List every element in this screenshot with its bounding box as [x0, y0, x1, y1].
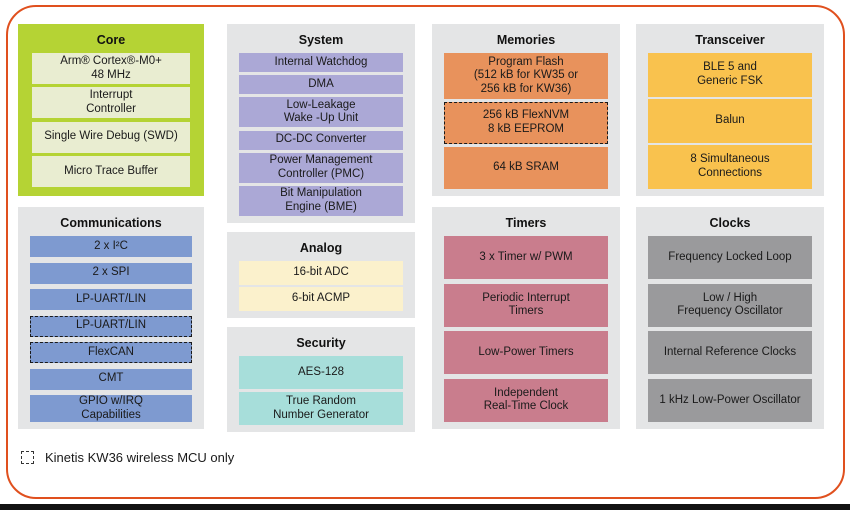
- block-true-random-number-generator: True Random Number Generator: [239, 392, 403, 425]
- bottom-edge-bar: [0, 504, 850, 510]
- block-low-leakage-wake-up-unit: Low-Leakage Wake -Up Unit: [239, 97, 403, 128]
- block-micro-trace-buffer: Micro Trace Buffer: [32, 155, 190, 187]
- block-arm-cortex-m0: Arm® Cortex®-M0+ 48 MHz: [32, 53, 190, 84]
- block-dma: DMA: [239, 75, 403, 95]
- block-power-management-controller: Power Management Controller (PMC): [239, 152, 403, 183]
- block-low-power-timers: Low-Power Timers: [444, 331, 608, 375]
- panel-timers: Timers 3 x Timer w/ PWM Periodic Interru…: [432, 207, 620, 429]
- block-flexcan-kw36: FlexCAN: [30, 342, 192, 363]
- block-16bit-adc: 16-bit ADC: [239, 261, 403, 285]
- panel-timers-title: Timers: [505, 216, 547, 230]
- panel-security-items: AES-128 True Random Number Generator: [227, 354, 415, 432]
- dashed-box-icon: [21, 451, 34, 464]
- block-lp-uart-lin-1: LP-UART/LIN: [30, 289, 192, 310]
- block-1khz-low-power-oscillator: 1 kHz Low-Power Oscillator: [648, 378, 812, 422]
- panel-memories-title: Memories: [496, 33, 556, 47]
- block-3x-timer-pwm: 3 x Timer w/ PWM: [444, 236, 608, 279]
- panel-analog: Analog 16-bit ADC 6-bit ACMP: [227, 232, 415, 318]
- block-low-high-frequency-oscillator: Low / High Frequency Oscillator: [648, 283, 812, 327]
- legend: Kinetis KW36 wireless MCU only: [21, 450, 234, 465]
- block-dc-dc-converter: DC-DC Converter: [239, 130, 403, 150]
- panel-memories: Memories Program Flash (512 kB for KW35 …: [432, 24, 620, 196]
- block-balun: Balun: [648, 99, 812, 143]
- panel-transceiver-items: BLE 5 and Generic FSK Balun 8 Simultaneo…: [636, 51, 824, 196]
- block-independent-real-time-clock: Independent Real-Time Clock: [444, 378, 608, 422]
- legend-label: Kinetis KW36 wireless MCU only: [45, 450, 235, 465]
- panel-communications-title: Communications: [60, 216, 162, 230]
- block-2x-i2c: 2 x I²C: [30, 236, 192, 257]
- block-8-simultaneous-connections: 8 Simultaneous Connections: [648, 145, 812, 189]
- block-lp-uart-lin-2-kw36: LP-UART/LIN: [30, 315, 192, 337]
- block-single-wire-debug: Single Wire Debug (SWD): [32, 121, 190, 153]
- panel-system-items: Internal Watchdog DMA Low-Leakage Wake -…: [227, 51, 415, 223]
- panel-clocks-title: Clocks: [709, 216, 751, 230]
- panel-system-title: System: [298, 33, 344, 47]
- panel-core-items: Arm® Cortex®-M0+ 48 MHz Interrupt Contro…: [18, 51, 204, 196]
- panel-system: System Internal Watchdog DMA Low-Leakage…: [227, 24, 415, 223]
- block-aes-128: AES-128: [239, 356, 403, 389]
- block-internal-reference-clocks: Internal Reference Clocks: [648, 331, 812, 375]
- panel-security-title: Security: [296, 336, 346, 350]
- panel-core-title: Core: [96, 33, 126, 47]
- block-internal-watchdog: Internal Watchdog: [239, 53, 403, 72]
- block-6bit-acmp: 6-bit ACMP: [239, 287, 403, 311]
- block-2x-spi: 2 x SPI: [30, 262, 192, 284]
- block-ble5-generic-fsk: BLE 5 and Generic FSK: [648, 53, 812, 97]
- block-cmt: CMT: [30, 368, 192, 390]
- block-frequency-locked-loop: Frequency Locked Loop: [648, 236, 812, 279]
- panel-timers-items: 3 x Timer w/ PWM Periodic Interrupt Time…: [432, 234, 620, 429]
- panel-security: Security AES-128 True Random Number Gene…: [227, 327, 415, 432]
- block-program-flash: Program Flash (512 kB for KW35 or 256 kB…: [444, 53, 608, 99]
- panel-communications: Communications 2 x I²C 2 x SPI LP-UART/L…: [18, 207, 204, 429]
- panel-core: Core Arm® Cortex®-M0+ 48 MHz Interrupt C…: [18, 24, 204, 196]
- block-bit-manipulation-engine: Bit Manipulation Engine (BME): [239, 185, 403, 216]
- block-periodic-interrupt-timers: Periodic Interrupt Timers: [444, 283, 608, 327]
- panel-memories-items: Program Flash (512 kB for KW35 or 256 kB…: [432, 51, 620, 196]
- block-gpio-irq: GPIO w/IRQ Capabilities: [30, 395, 192, 422]
- panel-analog-items: 16-bit ADC 6-bit ACMP: [227, 259, 415, 318]
- panel-transceiver-title: Transceiver: [695, 33, 765, 47]
- block-64kb-sram: 64 kB SRAM: [444, 147, 608, 189]
- block-interrupt-controller: Interrupt Controller: [32, 87, 190, 119]
- panel-analog-title: Analog: [299, 241, 343, 255]
- block-flexnvm-eeprom-kw36: 256 kB FlexNVM 8 kB EEPROM: [444, 102, 608, 144]
- panel-transceiver: Transceiver BLE 5 and Generic FSK Balun …: [636, 24, 824, 196]
- panel-communications-items: 2 x I²C 2 x SPI LP-UART/LIN LP-UART/LIN …: [18, 234, 204, 429]
- panel-clocks-items: Frequency Locked Loop Low / High Frequen…: [636, 234, 824, 429]
- panel-clocks: Clocks Frequency Locked Loop Low / High …: [636, 207, 824, 429]
